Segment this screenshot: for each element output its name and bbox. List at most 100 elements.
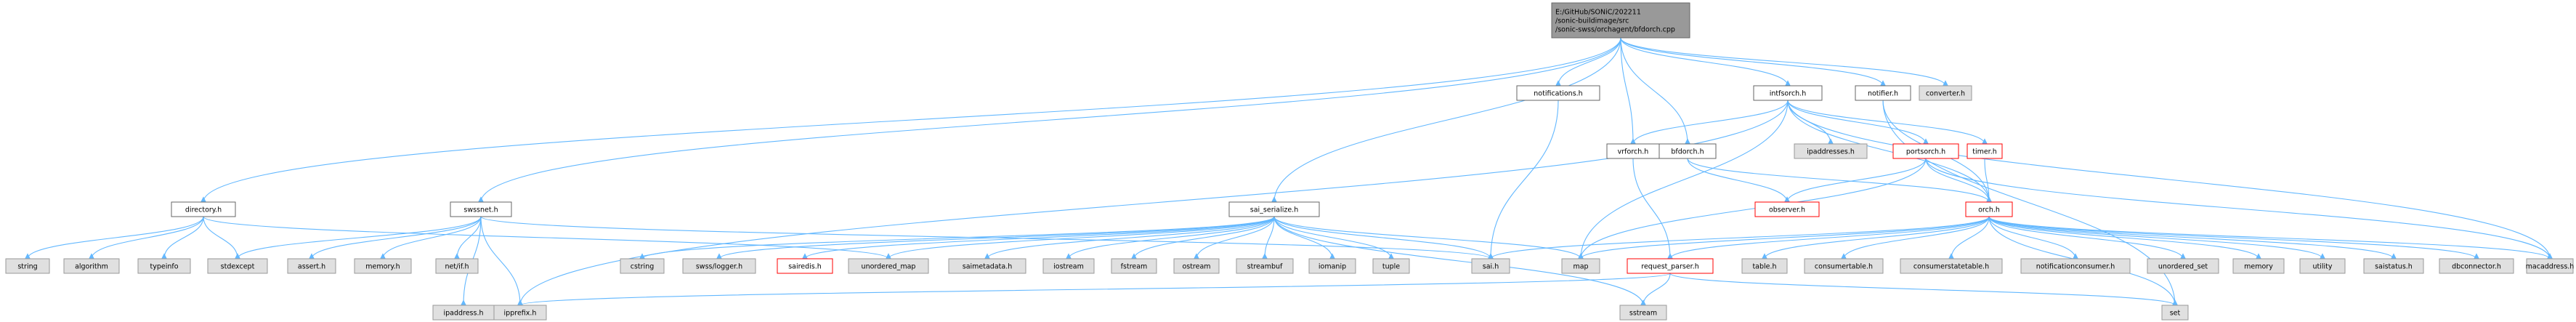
node-request-parser-h[interactable]: request_parser.h <box>1627 258 1714 274</box>
node-unordered-map[interactable]: unordered_map <box>848 258 929 274</box>
streambuf-label: streambuf <box>1247 263 1283 271</box>
node-typeinfo[interactable]: typeinfo <box>137 258 191 274</box>
node-streambuf[interactable]: streambuf <box>1236 258 1294 274</box>
node-swss-logger-h[interactable]: swss/logger.h <box>682 258 756 274</box>
node-intfsorch-h[interactable]: intfsorch.h <box>1753 85 1823 101</box>
node-ipprefix-h[interactable]: ipprefix.h <box>493 305 547 321</box>
node-table-h[interactable]: table.h <box>1741 258 1788 274</box>
node-bfdorch-h[interactable]: bfdorch.h <box>1658 143 1717 159</box>
edge-intfsorch_h-to-macaddress_h <box>1787 100 2553 259</box>
node-utility[interactable]: utility <box>2299 258 2346 274</box>
node-portsorch-h[interactable]: portsorch.h <box>1892 143 1959 159</box>
edge-timer_h-to-orch_h <box>1984 158 1992 203</box>
node-orch-h[interactable]: orch.h <box>1965 201 2013 217</box>
edge-intfsorch_h-to-ipprefix_h <box>517 100 1789 306</box>
edge-orch_h-to-macaddress_h <box>1988 216 2553 259</box>
map-label: map <box>1573 263 1588 271</box>
node-cstring[interactable]: cstring <box>620 258 665 274</box>
cstring-label: cstring <box>631 263 655 271</box>
edge-root-to-notifier_h <box>1620 37 1886 86</box>
edge-sai_serialize_h-to-swss_logger_h <box>716 216 1275 259</box>
node-iomanip[interactable]: iomanip <box>1308 258 1356 274</box>
node-sai-serialize-h[interactable]: sai_serialize.h <box>1228 201 1320 217</box>
node-observer-h[interactable]: observer.h <box>1754 201 1820 217</box>
edge-portsorch_h-to-orch_h <box>1925 158 1992 203</box>
edge-sai_serialize_h-to-unordered_map <box>886 216 1275 259</box>
utility-label: utility <box>2312 263 2332 271</box>
edge-portsorch_h-to-observer_h <box>1784 158 1927 203</box>
notifications-h-label: notifications.h <box>1534 90 1582 98</box>
node-sairedis-h[interactable]: sairedis.h <box>777 258 833 274</box>
edge-sai_serialize_h-to-fstream <box>1131 216 1275 259</box>
edge-sai_serialize_h-to-sairedis_h <box>802 216 1275 259</box>
node-macaddress-h[interactable]: macaddress.h <box>2526 258 2575 274</box>
ipprefix-h-label: ipprefix.h <box>504 310 537 318</box>
node-consumerstatetable-h[interactable]: consumerstatetable.h <box>1900 258 2003 274</box>
node-converter-h[interactable]: converter.h <box>1919 85 1972 101</box>
node-memory-h[interactable]: memory.h <box>354 258 412 274</box>
node-iostream[interactable]: iostream <box>1042 258 1095 274</box>
vrforch-h-label: vrforch.h <box>1618 148 1649 156</box>
unordered-set-label: unordered_set <box>2158 263 2208 271</box>
swss-logger-h-label: swss/logger.h <box>696 263 742 271</box>
node-notifier-h[interactable]: notifier.h <box>1855 85 1911 101</box>
portsorch-h-label: portsorch.h <box>1906 148 1945 156</box>
node-map[interactable]: map <box>1561 258 1600 274</box>
tuple-label: tuple <box>1382 263 1400 271</box>
edge-request_parser_h-to-ipprefix_h <box>517 273 1671 306</box>
notifier-h-label: notifier.h <box>1868 90 1898 98</box>
memory-h-label: memory.h <box>365 263 400 271</box>
edge-intfsorch_h-to-orch_h <box>1787 100 1992 203</box>
sai-serialize-h-label: sai_serialize.h <box>1250 206 1298 214</box>
node-notificationconsumer-h[interactable]: notificationconsumer.h <box>2020 258 2131 274</box>
node-vrforch-h[interactable]: vrforch.h <box>1606 143 1660 159</box>
node-dbconnector-h[interactable]: dbconnector.h <box>2439 258 2514 274</box>
node-ipaddresses-h[interactable]: ipaddresses.h <box>1794 143 1868 159</box>
edge-intfsorch_h-to-timer_h <box>1787 100 1988 145</box>
edge-root-to-directory_h <box>201 37 1621 203</box>
node-consumertable-h[interactable]: consumertable.h <box>1804 258 1884 274</box>
node-saistatus-h[interactable]: saistatus.h <box>2363 258 2424 274</box>
edge-root-to-notifications_h <box>1555 37 1621 86</box>
edge-orch_h-to-consumerstatetable_h <box>1948 216 1990 259</box>
notificationconsumer-h-label: notificationconsumer.h <box>2036 263 2115 271</box>
edge-root-to-converter_h <box>1620 37 1948 86</box>
node-net-if-h[interactable]: net/if.h <box>435 258 479 274</box>
node-directory-h[interactable]: directory.h <box>171 201 236 217</box>
edge-orch_h-to-saistatus_h <box>1988 216 2397 259</box>
edge-intfsorch_h-to-map <box>1578 100 1789 259</box>
node-ipaddress-h[interactable]: ipaddress.h <box>432 305 495 321</box>
node-algorithm[interactable]: algorithm <box>63 258 120 274</box>
edge-directory_h-to-algorithm <box>89 216 204 259</box>
node-sstream[interactable]: sstream <box>1619 305 1667 321</box>
edge-directory_h-to-unordered_map <box>203 216 891 259</box>
node-set[interactable]: set <box>2161 305 2189 321</box>
edge-orch_h-to-request_parser_h <box>1667 216 1990 259</box>
node-saimetadata-h[interactable]: saimetadata.h <box>948 258 1026 274</box>
node-assert-h[interactable]: assert.h <box>287 258 336 274</box>
node-notifications-h[interactable]: notifications.h <box>1516 85 1600 101</box>
edge-directory_h-to-typeinfo <box>161 216 204 259</box>
node-sai-h[interactable]: sai.h <box>1471 258 1510 274</box>
ipaddress-h-label: ipaddress.h <box>443 310 483 318</box>
node-ostream[interactable]: ostream <box>1173 258 1220 274</box>
node-swssnet-h[interactable]: swssnet.h <box>450 201 512 217</box>
node-memory[interactable]: memory <box>2232 258 2285 274</box>
node-unordered-set[interactable]: unordered_set <box>2147 258 2219 274</box>
edge-sai_serialize_h-to-map <box>1273 216 1584 259</box>
edge-intfsorch_h-to-portsorch_h <box>1787 100 1929 145</box>
consumerstatetable-h-label: consumerstatetable.h <box>1913 263 1989 271</box>
edge-orch_h-to-notificationconsumer_h <box>1988 216 2078 259</box>
edge-directory_h-to-string <box>25 216 204 259</box>
edge-root-to-vrforch_h <box>1620 37 1636 145</box>
sstream-label: sstream <box>1629 310 1657 318</box>
node-stdexcept[interactable]: stdexcept <box>207 258 268 274</box>
node-root[interactable]: E:/GitHub/SONiC/202211/sonic-buildimage/… <box>1551 2 1690 39</box>
node-string[interactable]: string <box>5 258 50 274</box>
node-timer-h[interactable]: timer.h <box>1967 143 2003 159</box>
node-fstream[interactable]: fstream <box>1111 258 1157 274</box>
edge-portsorch_h-to-map <box>1578 158 1927 259</box>
node-tuple[interactable]: tuple <box>1372 258 1410 274</box>
table-h-label: table.h <box>1752 263 1776 271</box>
dependency-edges <box>25 37 2553 306</box>
